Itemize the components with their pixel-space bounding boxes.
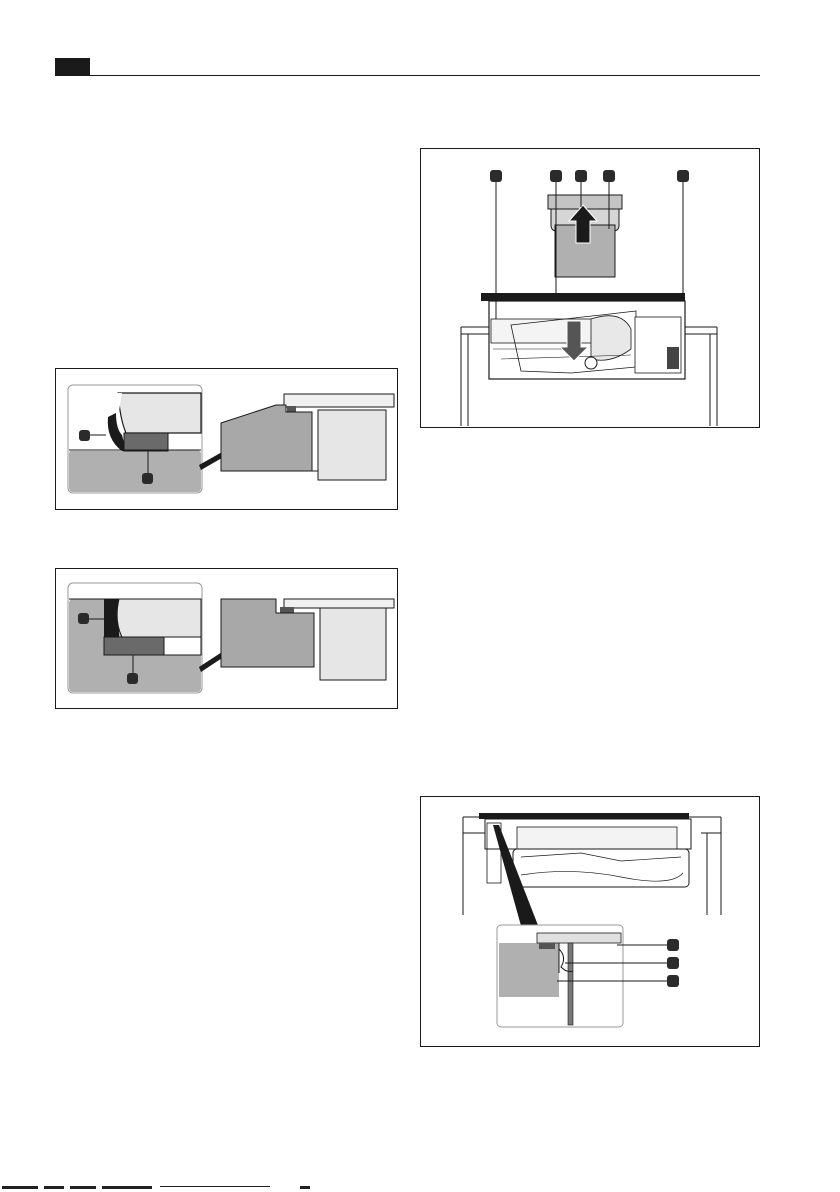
callout-marker-icon xyxy=(550,170,562,182)
detail-inset xyxy=(497,925,623,1027)
header-rule xyxy=(55,75,760,76)
cabinet-section xyxy=(221,394,394,480)
cabinet-section xyxy=(221,599,394,680)
callout-marker-icon xyxy=(575,170,587,182)
callout-marker-icon xyxy=(127,673,138,684)
figure-countertop-detail-1 xyxy=(55,368,398,510)
cooktop-glass xyxy=(479,813,689,819)
callout-marker-icon xyxy=(603,170,615,182)
figure-countertop-detail-2 xyxy=(55,568,398,709)
callout-marker-icon xyxy=(142,473,153,484)
figure-duct-removal xyxy=(420,148,760,428)
figure-installed-detail xyxy=(420,796,760,1047)
appliance-body xyxy=(489,301,685,379)
callout-marker-icon xyxy=(667,957,679,969)
page-number-tab xyxy=(55,58,90,76)
callout-marker-icon xyxy=(667,939,679,951)
callout-marker-icon xyxy=(667,975,679,987)
callout-marker-icon xyxy=(677,170,689,182)
callout-marker-icon xyxy=(490,170,502,182)
cooktop-glass xyxy=(481,293,685,301)
clipped-footer-text xyxy=(0,1186,840,1192)
